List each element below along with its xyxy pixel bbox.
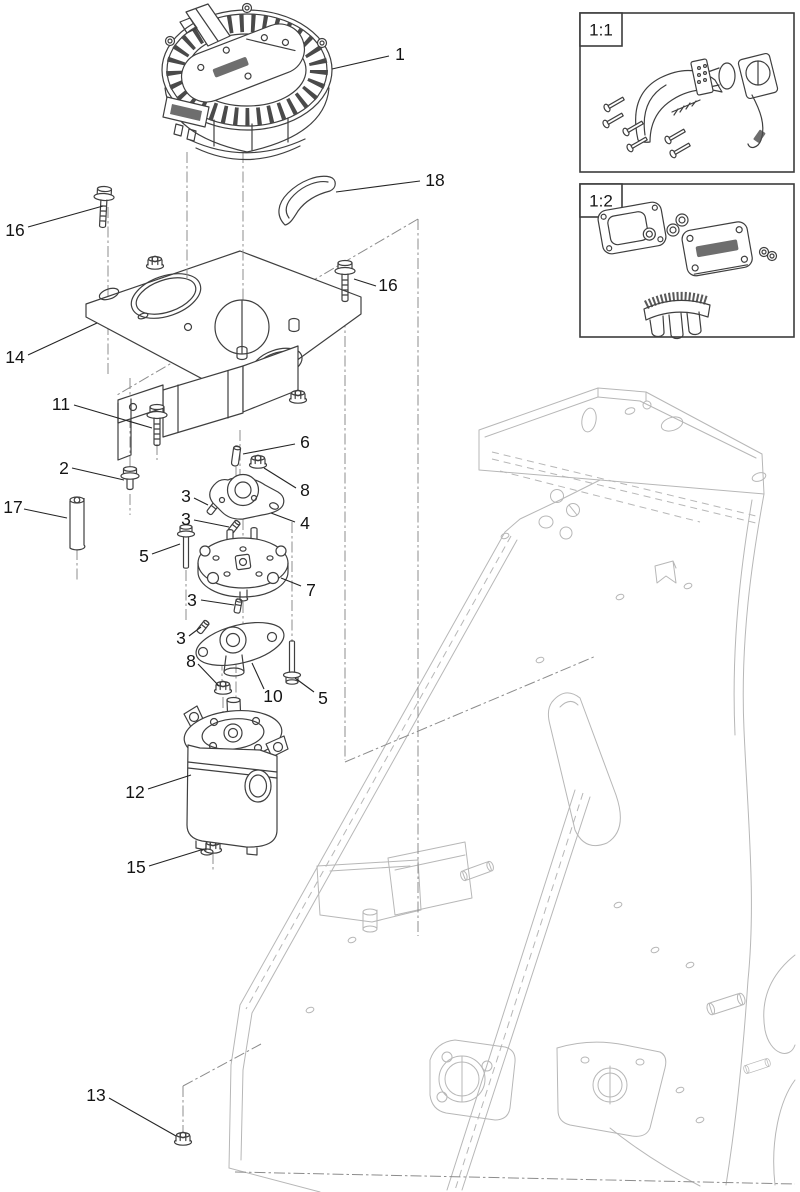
leader-line <box>263 467 297 489</box>
bolt-16-left <box>91 185 116 229</box>
callout-label-2: 2 <box>59 458 69 478</box>
inset-detail-1: 1:1 <box>579 12 795 173</box>
callout-label-8: 8 <box>186 651 196 671</box>
callout-label-3: 3 <box>176 628 186 648</box>
callout-label-15: 15 <box>126 857 145 877</box>
callout-label-16: 16 <box>378 275 397 295</box>
air-filter-element <box>643 291 711 340</box>
leader-line <box>27 205 104 228</box>
nut-13 <box>173 1131 193 1146</box>
callout-label-16: 16 <box>5 220 24 240</box>
callout-label-10: 10 <box>263 686 283 706</box>
bolt-5-left <box>176 524 196 569</box>
callout-label-12: 12 <box>125 782 144 802</box>
leader-line <box>331 55 390 70</box>
leader-line <box>294 677 315 693</box>
stud-plate-top <box>145 255 165 270</box>
pump-mount-10 <box>195 621 285 677</box>
machine-frame <box>228 387 796 1192</box>
leader-line <box>335 180 421 193</box>
centerlines-back <box>76 207 796 1185</box>
leader-line <box>188 626 202 637</box>
callout-label-5: 5 <box>318 688 328 708</box>
callout-label-3: 3 <box>181 486 191 506</box>
pin-3-d <box>195 619 211 635</box>
leader-line <box>73 404 153 429</box>
engine-brand-plate <box>212 57 249 78</box>
callout-label-3: 3 <box>181 509 191 529</box>
callout-label-5: 5 <box>139 546 149 566</box>
bolt-5-right <box>282 640 302 685</box>
inset-detail-2: 1:2 <box>579 183 795 340</box>
callout-label-13: 13 <box>86 1085 105 1105</box>
bolt-2 <box>120 466 140 491</box>
adapter-bracket-4 <box>209 473 285 520</box>
engine-mount-plate <box>85 250 362 461</box>
leader-line <box>151 543 181 555</box>
inset1-bolts <box>602 96 691 159</box>
cover-brand-plate <box>695 239 739 258</box>
callout-label-3: 3 <box>187 590 197 610</box>
callout-label-6: 6 <box>300 432 310 452</box>
leader-line <box>193 519 230 528</box>
coupling-7 <box>197 527 289 602</box>
inset-scale-label: 1:2 <box>589 192 613 211</box>
inset-scale-label: 1:1 <box>589 21 613 40</box>
leader-line <box>23 508 68 519</box>
engine-assembly <box>161 2 333 161</box>
leader-line <box>197 663 220 687</box>
callout-label-4: 4 <box>300 513 310 533</box>
leader-line <box>251 662 265 690</box>
callout-label-17: 17 <box>3 497 22 517</box>
leader-line <box>242 443 296 455</box>
nut-8-top <box>248 454 268 469</box>
gear-pump-12 <box>183 696 289 856</box>
callout-label-14: 14 <box>5 347 25 367</box>
leader-line <box>200 599 235 606</box>
callout-label-7: 7 <box>306 580 316 600</box>
support-hook <box>278 175 336 226</box>
leader-line <box>353 278 377 287</box>
leader-line <box>27 322 98 356</box>
spacer-17 <box>69 496 86 551</box>
leader-line <box>71 467 125 481</box>
leader-line <box>108 1097 177 1137</box>
stud-plate-bottom <box>288 389 308 404</box>
callout-label-8: 8 <box>300 480 310 500</box>
callout-label-11: 11 <box>52 394 70 414</box>
leader-line <box>280 577 302 587</box>
leader-line <box>148 848 205 867</box>
leader-line <box>270 512 296 523</box>
leader-line <box>193 497 209 506</box>
nut-8-bottom <box>213 680 233 695</box>
callout-label-1: 1 <box>395 44 405 64</box>
leader-line <box>147 774 192 790</box>
pin-6 <box>230 445 242 467</box>
callout-label-18: 18 <box>425 170 444 190</box>
